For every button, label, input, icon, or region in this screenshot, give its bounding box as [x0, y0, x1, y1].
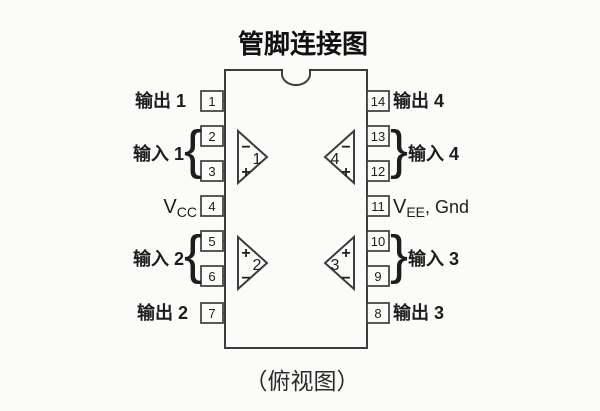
pin-number-10: 10	[371, 234, 385, 249]
opamp-4-top-sign: −	[341, 139, 350, 156]
label-output-3: 输出 3	[393, 302, 444, 323]
brace-input-2: {	[184, 225, 202, 285]
opamp-4-triangle	[323, 128, 355, 186]
pin-number-5: 5	[208, 234, 215, 249]
caption: （俯视图）	[245, 368, 360, 394]
pin-number-11: 11	[371, 199, 385, 214]
pin-number-3: 3	[208, 164, 215, 179]
opamp-2-triangle	[237, 234, 269, 292]
pin-box-9	[366, 265, 390, 287]
label-input-3: 输入 3	[408, 248, 459, 269]
pin-number-2: 2	[208, 129, 215, 144]
label-output-2: 输出 2	[137, 302, 188, 323]
pin-number-12: 12	[371, 164, 385, 179]
brace-input-4: }	[390, 120, 408, 180]
opamp-1-number: 1	[253, 151, 262, 168]
opamp-3-bottom-sign: −	[341, 270, 350, 287]
brace-input-1: {	[184, 120, 202, 180]
opamp-4-number: 4	[331, 151, 340, 168]
orientation-notch-icon	[281, 69, 311, 86]
label-input-4: 输入 4	[408, 143, 459, 164]
brace-input-3: }	[390, 225, 408, 285]
opamp-2-top-sign: +	[241, 245, 250, 262]
page-title: 管脚连接图	[238, 29, 368, 59]
opamp-2-number: 2	[253, 257, 262, 274]
pin-number-9: 9	[374, 269, 381, 284]
pin-number-6: 6	[208, 269, 215, 284]
label-vcc: VCC	[163, 196, 197, 220]
ic-body	[224, 69, 368, 349]
pin-box-1	[200, 90, 224, 112]
label-input-1: 输入 1	[133, 143, 184, 164]
pin-number-14: 14	[371, 94, 385, 109]
pin-number-7: 7	[208, 306, 215, 321]
pin-box-6	[200, 265, 224, 287]
pin-number-1: 1	[208, 94, 215, 109]
opamp-1-triangle	[237, 128, 269, 186]
label-output-4: 输出 4	[393, 90, 444, 111]
opamp-3-number: 3	[331, 257, 340, 274]
pin-box-2	[200, 125, 224, 147]
pin-box-12	[366, 160, 390, 182]
pin-box-10	[366, 230, 390, 252]
label-output-1: 输出 1	[135, 90, 186, 111]
label-vee-gnd: VEE, Gnd	[393, 196, 469, 220]
opamp-2-bottom-sign: −	[241, 270, 250, 287]
vee-subscript: EE	[406, 204, 425, 220]
pin-box-13	[366, 125, 390, 147]
pin-box-8	[366, 302, 390, 324]
vee-main: V	[393, 196, 407, 218]
pin-box-4	[200, 195, 224, 217]
opamp-3-triangle	[323, 234, 355, 292]
pin-box-3	[200, 160, 224, 182]
pin-box-14	[366, 90, 390, 112]
label-input-2: 输入 2	[133, 248, 184, 269]
pin-box-11	[366, 195, 390, 217]
pin-number-13: 13	[371, 129, 385, 144]
vcc-subscript: CC	[177, 204, 197, 220]
pin-box-7	[200, 302, 224, 324]
opamp-4-bottom-sign: +	[341, 164, 350, 181]
vee-rest: , Gnd	[425, 197, 469, 217]
pin-number-8: 8	[374, 306, 381, 321]
opamp-1-bottom-sign: +	[241, 164, 250, 181]
pin-box-5	[200, 230, 224, 252]
opamp-3-top-sign: +	[341, 245, 350, 262]
opamp-1-top-sign: −	[241, 139, 250, 156]
pin-number-4: 4	[208, 199, 215, 214]
vcc-main: V	[163, 196, 177, 218]
